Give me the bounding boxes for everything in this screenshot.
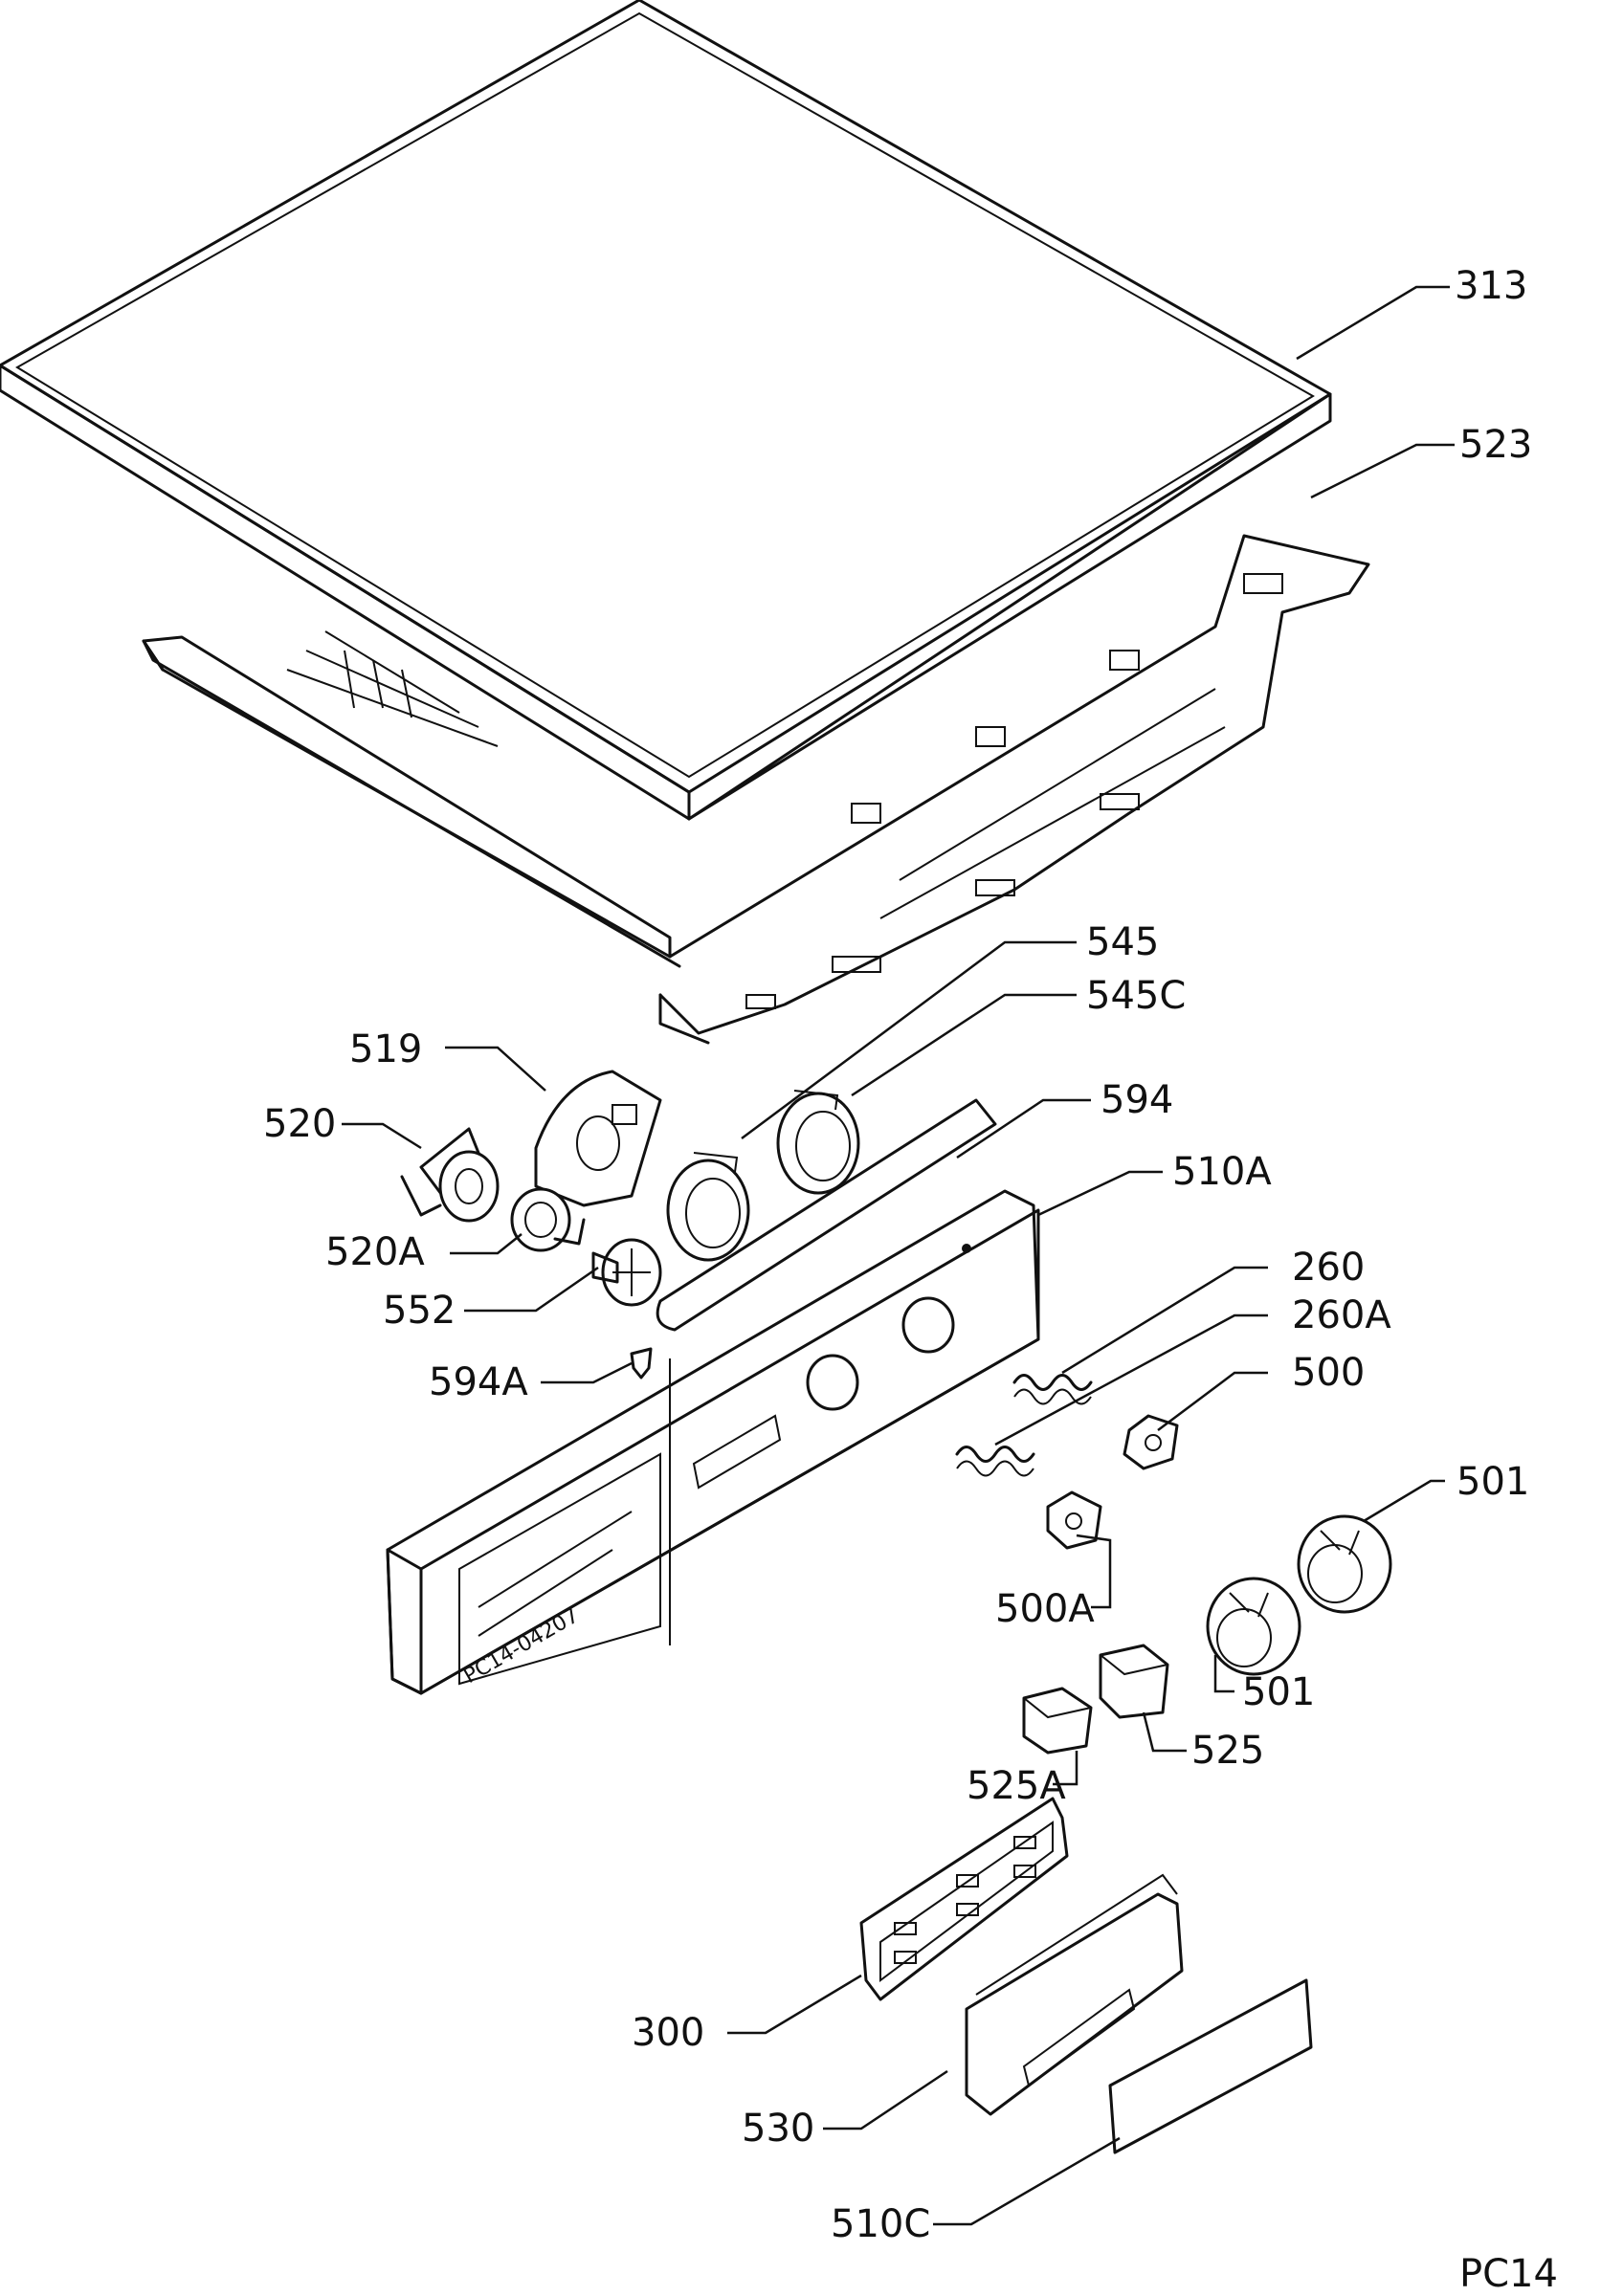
label-525a: 525A [967, 1764, 1066, 1808]
part-500a-cam [1046, 1490, 1102, 1550]
part-525-button [1099, 1644, 1169, 1719]
label-510c: 510C [831, 2202, 930, 2246]
label-552: 552 [383, 1289, 456, 1333]
part-501-knob-lower [1206, 1577, 1301, 1676]
part-520-switch [400, 1127, 500, 1223]
part-552-shaft [591, 1238, 662, 1307]
label-520a: 520A [325, 1230, 425, 1274]
label-500a: 500A [995, 1587, 1095, 1631]
part-313-worktop [0, 0, 1332, 821]
label-500: 500 [1292, 1351, 1365, 1395]
part-260-spring [1012, 1374, 1093, 1405]
page-code: PC14 [1459, 2252, 1558, 2296]
label-510a: 510A [1172, 1150, 1272, 1194]
part-labels: 313 523 545 545C 519 520 594 510A 520A 5… [263, 264, 1558, 2296]
label-525: 525 [1191, 1729, 1264, 1773]
label-530: 530 [742, 2107, 814, 2151]
part-260a-spring [955, 1446, 1035, 1477]
leader-lines [342, 285, 1455, 2226]
part-520a-pinion [510, 1187, 586, 1252]
label-520: 520 [263, 1102, 336, 1146]
part-545c-ring [776, 1090, 860, 1195]
label-519: 519 [349, 1027, 422, 1071]
label-501-right: 501 [1456, 1460, 1529, 1504]
part-545-ring [666, 1152, 750, 1262]
part-594a-screw [630, 1347, 653, 1380]
part-525a-button [1022, 1687, 1093, 1755]
part-523-panel-frame [142, 534, 1370, 1045]
part-519-housing [534, 1070, 662, 1207]
part-300-holder [859, 1797, 1069, 2001]
label-594a: 594A [429, 1360, 528, 1404]
part-594-lens-strip [656, 1098, 997, 1332]
part-530-handle [965, 1873, 1184, 2116]
label-523: 523 [1459, 423, 1532, 467]
label-594: 594 [1101, 1078, 1173, 1122]
label-260: 260 [1292, 1246, 1365, 1290]
label-313: 313 [1455, 264, 1527, 308]
part-501-knob-right [1297, 1514, 1392, 1614]
label-545c: 545C [1086, 974, 1186, 1018]
part-510a-fascia: PC14-04207 [386, 1189, 1040, 1695]
label-501-lower: 501 [1242, 1670, 1315, 1714]
label-260a: 260A [1292, 1293, 1391, 1337]
label-545: 545 [1086, 920, 1159, 964]
part-510c-strip [1108, 1978, 1313, 2154]
label-300: 300 [632, 2011, 704, 2055]
part-500-cam [1123, 1414, 1179, 1470]
